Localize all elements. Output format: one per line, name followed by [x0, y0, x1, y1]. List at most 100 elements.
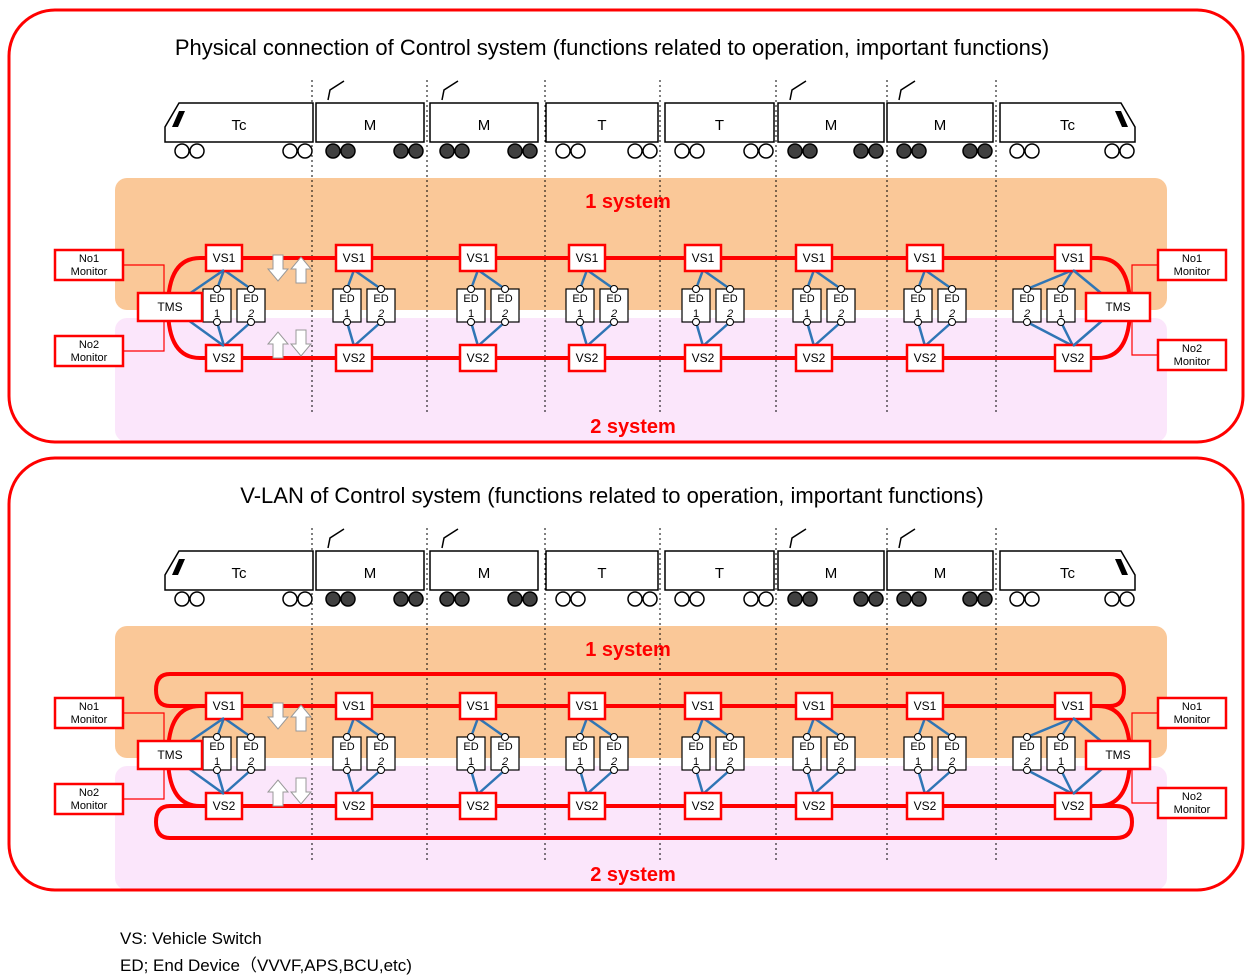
ed-label: ED — [606, 293, 621, 305]
ed-2: ED2 — [1012, 736, 1042, 771]
tms-right-label: TMS — [1105, 300, 1130, 314]
vs2-label: VS2 — [213, 799, 236, 813]
link-vs2-ed — [586, 321, 615, 347]
ed-label: ED — [463, 293, 478, 305]
vs2-label: VS2 — [1062, 799, 1085, 813]
vs1-label: VS1 — [576, 699, 599, 713]
legend-vs: VS: Vehicle Switch — [120, 929, 262, 948]
port — [377, 285, 385, 293]
port — [914, 285, 922, 293]
port — [1057, 285, 1065, 293]
arrow-down-1 — [266, 254, 290, 282]
car-label: M — [364, 565, 377, 582]
ed-label: ED — [833, 741, 848, 753]
ed-label: ED — [243, 741, 258, 753]
ed-1: ED1 — [202, 288, 232, 323]
wheel — [802, 143, 818, 159]
ed-number: 2 — [501, 308, 508, 320]
car-body — [545, 102, 659, 143]
link-vs2-ed — [694, 321, 705, 347]
pantograph — [327, 528, 345, 549]
vs2-box — [567, 343, 607, 373]
ed-label: ED — [463, 741, 478, 753]
link-vs2-ed — [1059, 769, 1075, 795]
ed-number: 1 — [693, 308, 699, 320]
port — [803, 766, 811, 774]
monitor-label: Monitor — [1174, 266, 1211, 278]
wheel — [174, 591, 190, 607]
port — [343, 285, 351, 293]
vs1-box — [334, 243, 374, 273]
monitor-number: No2 — [79, 339, 99, 351]
link-vs2-ed — [694, 769, 705, 795]
port — [610, 318, 618, 326]
port — [501, 285, 509, 293]
car-4: T — [545, 102, 659, 159]
port — [213, 285, 221, 293]
ed-1: ED1 — [332, 288, 362, 323]
monitor-number: No1 — [79, 253, 99, 265]
car-label: Tc — [232, 117, 248, 134]
ed-box — [903, 288, 933, 323]
link-vs1-ed — [223, 716, 252, 739]
ed-label: ED — [497, 741, 512, 753]
port — [837, 318, 845, 326]
port — [213, 733, 221, 741]
ed-1: ED1 — [1046, 736, 1076, 771]
vs1-label: VS1 — [213, 699, 236, 713]
wheel — [853, 591, 869, 607]
ed-box — [792, 736, 822, 771]
ed-box — [826, 736, 856, 771]
monitor-label: Monitor — [71, 352, 108, 364]
vs1-box — [683, 691, 723, 721]
ed-number: 1 — [214, 756, 220, 768]
wheel — [743, 591, 759, 607]
ed-number: 2 — [837, 308, 844, 320]
ed-1: ED1 — [681, 736, 711, 771]
vs1-box — [567, 691, 607, 721]
link-vs1-ed — [477, 268, 506, 291]
vs1-label: VS1 — [803, 251, 826, 265]
car-label: T — [597, 117, 606, 134]
port — [1057, 766, 1065, 774]
car-1: Tc — [164, 550, 314, 607]
link-vs2-ed — [702, 321, 731, 347]
link-vs2-ed — [477, 769, 506, 795]
vs1-box — [567, 243, 607, 273]
tms-right-label: TMS — [1105, 748, 1130, 762]
ed-label: ED — [1053, 741, 1068, 753]
ed-label: ED — [722, 293, 737, 305]
ed-number: 2 — [501, 756, 508, 768]
car-label: M — [364, 117, 377, 134]
link-vs2-ed — [477, 321, 506, 347]
vs2-box — [683, 343, 723, 373]
legend-ed: ED; End Device（VVVF,APS,BCU,etc) — [120, 956, 412, 975]
link-vs2-ed — [924, 321, 953, 347]
panel-frame — [7, 8, 1245, 444]
wheel — [896, 591, 912, 607]
ed-number: 1 — [804, 756, 810, 768]
monitor-label: Monitor — [71, 714, 108, 726]
monitor-number: No1 — [79, 701, 99, 713]
system2-label: 2 system — [590, 864, 676, 886]
wheel — [393, 143, 409, 159]
link-monitor-no1-left — [123, 712, 165, 741]
link-vs2-ed — [353, 769, 382, 795]
vs2-label: VS2 — [692, 799, 715, 813]
car-5: T — [664, 102, 775, 159]
vs1-box — [794, 691, 834, 721]
link-vs1-ed — [586, 268, 615, 291]
wheel — [325, 591, 341, 607]
link-monitor-no1-right — [1131, 712, 1158, 741]
ed-2: ED2 — [599, 736, 629, 771]
ed-1: ED1 — [1046, 288, 1076, 323]
ed-2: ED2 — [1012, 288, 1042, 323]
link-vs1-ed — [702, 716, 731, 739]
ed-2: ED2 — [490, 288, 520, 323]
vs1-label: VS1 — [1062, 699, 1085, 713]
wheel — [977, 143, 993, 159]
